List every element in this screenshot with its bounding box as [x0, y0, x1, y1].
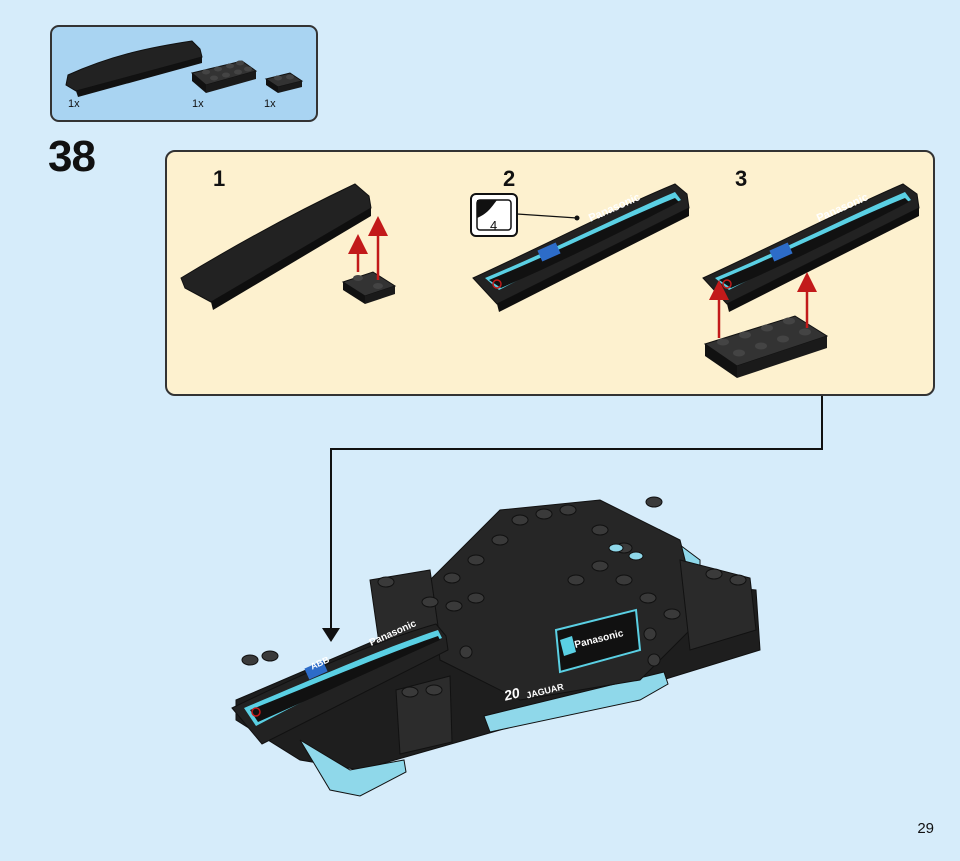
substep-1-illustration — [180, 183, 397, 310]
quantity-label: 1x — [264, 98, 276, 110]
plate-2x4-part — [190, 60, 258, 93]
substep-number: 2 — [503, 166, 516, 191]
step-number: 38 — [48, 132, 96, 181]
substep-3-illustration — [702, 183, 920, 378]
substeps-illustration — [180, 183, 920, 378]
page-number: 29 — [917, 820, 934, 837]
parts-illustration — [65, 40, 304, 97]
substeps-box: 1 2 3 — [165, 150, 935, 396]
quantity-label: 1x — [68, 98, 80, 110]
parts-list-box: 1x 1x 1x — [50, 25, 318, 122]
car-model — [231, 496, 761, 797]
quantity-label: 1x — [192, 98, 204, 110]
substep-number: 3 — [735, 166, 748, 191]
sticker-number: 4 — [490, 218, 498, 233]
substep-number: 1 — [213, 166, 226, 191]
plate-1x2-part — [264, 72, 304, 93]
substep-2-illustration — [470, 183, 690, 312]
curved-slope-part — [65, 40, 203, 97]
